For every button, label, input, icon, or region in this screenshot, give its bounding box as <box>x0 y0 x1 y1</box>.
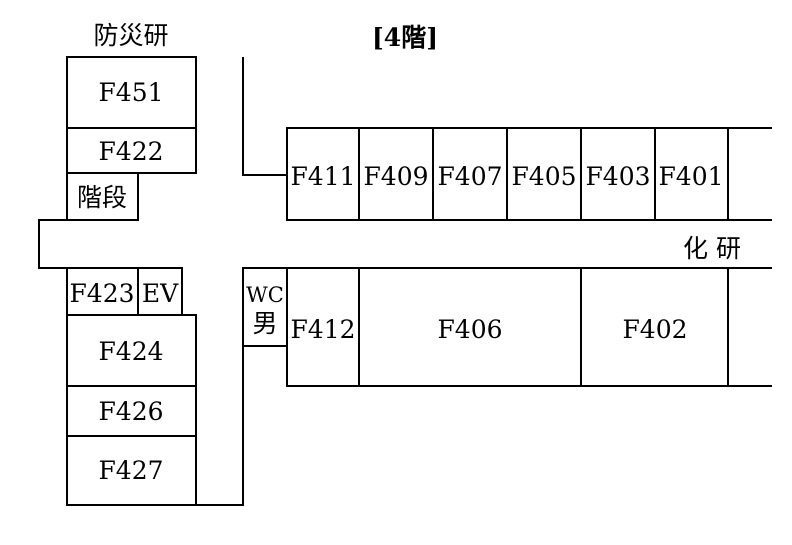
mens-wc <box>242 267 288 347</box>
room-f422 <box>66 127 197 174</box>
room-f424 <box>66 314 197 387</box>
room-f451-label: F451 <box>98 78 163 107</box>
room-f401-label: F401 <box>658 162 723 191</box>
room-f412 <box>286 267 360 387</box>
room-f451 <box>66 56 197 129</box>
room-f406 <box>358 267 582 387</box>
room-f411-label: F411 <box>290 162 355 191</box>
wc-label: WC <box>246 283 284 307</box>
room-f426-label: F426 <box>98 397 163 426</box>
room-f409-label: F409 <box>363 162 428 191</box>
room-f426 <box>66 385 197 437</box>
elevator-label: EV <box>142 279 179 308</box>
wc-mens-label: 男 <box>252 309 277 338</box>
stairs <box>66 172 139 221</box>
room-f407 <box>432 127 508 221</box>
bosai-building-label: 防災研 <box>93 21 168 50</box>
room-f427-label: F427 <box>98 456 163 485</box>
room-f427 <box>66 435 197 506</box>
room-f401 <box>654 127 729 221</box>
room-f411 <box>286 127 360 221</box>
room-f407-label: F407 <box>437 162 502 191</box>
room-f423-label: F423 <box>69 279 134 308</box>
room-f403 <box>580 127 656 221</box>
floor-title: [4階] <box>372 23 438 52</box>
kaken-building-label: 化 研 <box>683 234 741 263</box>
room-f406-label: F406 <box>437 315 502 344</box>
room-f402-label: F402 <box>622 315 687 344</box>
room-f402 <box>580 267 729 387</box>
room-f403-label: F403 <box>585 162 650 191</box>
stairs-label: 階段 <box>77 183 127 212</box>
room-f412-label: F412 <box>290 315 355 344</box>
room-f424-label: F424 <box>98 337 163 366</box>
room-f422-label: F422 <box>98 137 163 166</box>
room-f405-label: F405 <box>511 162 576 191</box>
